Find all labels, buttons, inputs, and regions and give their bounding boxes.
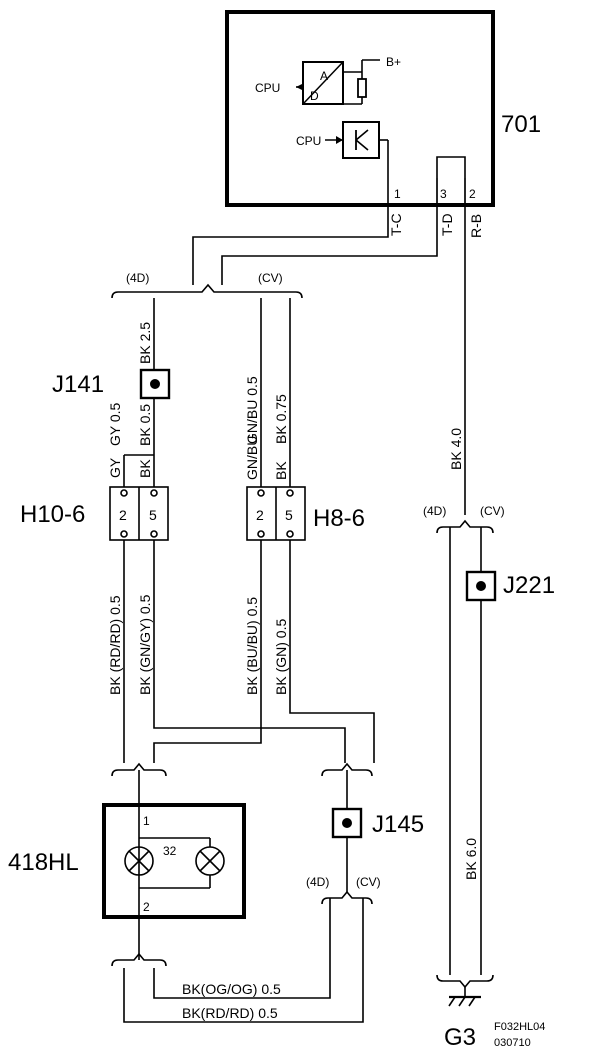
lamp-pin-2: 2 bbox=[143, 900, 150, 914]
wire-label-gnbu: GN/BU bbox=[244, 436, 260, 480]
variant-4d-lower: (4D) bbox=[306, 875, 329, 889]
wire-label-rdrd: BK (RD/RD) 0.5 bbox=[107, 595, 123, 695]
variant-cv-right: (CV) bbox=[480, 504, 505, 518]
wire-label-rdrd2: BK(RD/RD) 0.5 bbox=[182, 1005, 278, 1021]
wire-label-ogog: BK(OG/OG) 0.5 bbox=[182, 981, 281, 997]
pin-3-label: 3 bbox=[440, 187, 447, 201]
wire-label-gy05: GY 0.5 bbox=[107, 402, 123, 446]
module-701-box bbox=[225, 10, 495, 207]
block-d-label: D bbox=[310, 89, 319, 103]
wire-label-bk60: BK 6.0 bbox=[463, 838, 479, 880]
signal-t-c: T-C bbox=[388, 213, 404, 236]
wire-t-d bbox=[221, 205, 438, 285]
wire-label-bk25: BK 2.5 bbox=[137, 322, 153, 364]
variant-cv-lower: (CV) bbox=[356, 875, 381, 889]
splice-j141 bbox=[139, 368, 171, 400]
bracket-418hl bbox=[111, 762, 167, 777]
transistor-block bbox=[342, 121, 380, 159]
lamp-pin-1: 1 bbox=[143, 814, 150, 828]
h8-pin-5: 5 bbox=[285, 507, 293, 523]
h10-pin-5: 5 bbox=[149, 507, 157, 523]
ground-g3-label: G3 bbox=[444, 1024, 476, 1051]
h10-pin-2: 2 bbox=[119, 507, 127, 523]
splice-j145-label: J145 bbox=[372, 811, 424, 838]
signal-t-d: T-D bbox=[439, 213, 455, 236]
signal-r-b: R-B bbox=[468, 214, 484, 238]
lamp-418hl-box bbox=[102, 803, 246, 919]
wire-label-bk075: BK 0.75 bbox=[273, 394, 289, 444]
wire-label-bk05: BK 0.5 bbox=[137, 404, 153, 446]
connector-h8-label: H8-6 bbox=[313, 505, 365, 532]
bulb-number: 32 bbox=[163, 844, 177, 858]
block-a-label: A bbox=[320, 69, 328, 83]
variant-bracket-top bbox=[111, 283, 303, 299]
wire-label-gngy: BK (GN/GY) 0.5 bbox=[137, 594, 153, 695]
wire-label-bk-2: BK bbox=[273, 461, 289, 480]
module-701-label: 701 bbox=[501, 111, 541, 138]
bulb-2-icon bbox=[195, 846, 225, 876]
wire-label-gnbu05: GN/BU 0.5 bbox=[244, 376, 260, 444]
splice-j221-label: J221 bbox=[503, 572, 555, 599]
wire-label-bk-1: BK bbox=[137, 459, 153, 478]
wire-label-bubu: BK (BU/BU) 0.5 bbox=[244, 597, 260, 695]
wire-label-bk40: BK 4.0 bbox=[448, 428, 464, 470]
cpu-label-1: CPU bbox=[255, 81, 280, 95]
pin-1-label: 1 bbox=[394, 187, 401, 201]
wire-t-c bbox=[192, 205, 389, 285]
figure-code: F032HL04 bbox=[494, 1021, 545, 1033]
bulb-1-icon bbox=[124, 846, 154, 876]
bracket-ground bbox=[436, 974, 494, 989]
variant-cv-top: (CV) bbox=[258, 271, 283, 285]
ground-icon bbox=[448, 995, 481, 1007]
ad-converter-block bbox=[302, 61, 344, 105]
bracket-j145 bbox=[321, 762, 373, 777]
connector-h10-label: H10-6 bbox=[20, 501, 85, 528]
wire-label-gy: GY bbox=[107, 457, 123, 478]
bracket-418hl-lower bbox=[111, 952, 167, 967]
bracket-j145-lower bbox=[321, 890, 373, 905]
variant-4d-right: (4D) bbox=[423, 504, 446, 518]
lamp-418hl-label: 418HL bbox=[8, 849, 79, 876]
wire-label-gn: BK (GN) 0.5 bbox=[273, 619, 289, 695]
cpu-label-2: CPU bbox=[296, 134, 321, 148]
bracket-right bbox=[436, 519, 494, 534]
h8-pin-2: 2 bbox=[256, 507, 264, 523]
pin-2-label: 2 bbox=[469, 187, 476, 201]
bplus-label: B+ bbox=[386, 55, 401, 69]
figure-date: 030710 bbox=[494, 1037, 531, 1049]
resistor-symbol bbox=[357, 78, 367, 98]
variant-4d-top: (4D) bbox=[126, 271, 149, 285]
splice-j141-label: J141 bbox=[52, 371, 104, 398]
